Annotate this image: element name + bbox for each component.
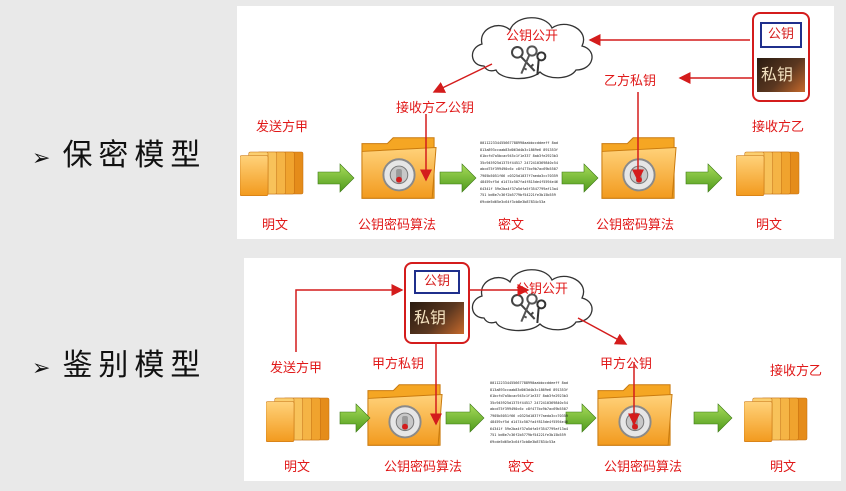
cloud-shape <box>471 17 593 80</box>
cloud-label: 公钥公开 <box>516 282 569 297</box>
receiver-label: 接收方乙 <box>770 364 823 379</box>
algorithm-right-label: 公钥密码算法 <box>604 460 683 475</box>
arrow-bullet-icon: ➢ <box>32 146 51 171</box>
flow-arrow <box>693 403 733 433</box>
bullet-label: 保密模型 <box>62 138 207 173</box>
flow-arrow <box>317 163 355 193</box>
bullet-authentication-model: ➢ 鉴别模型 <box>32 340 206 384</box>
private-key-image: 私钥 <box>410 302 464 334</box>
plaintext-left-label: 明文 <box>284 460 311 475</box>
flow-arrow <box>685 163 723 193</box>
plaintext-right-label: 明文 <box>756 218 783 233</box>
sender-label: 发送方甲 <box>256 120 309 135</box>
locked-folder-left <box>360 136 438 200</box>
flow-arrow <box>445 403 485 433</box>
decryption-key-label: 甲方公钥 <box>600 357 653 372</box>
receiver-keypair-box: 公钥 私钥 <box>752 12 810 102</box>
sender-keypair-box: 公钥 私钥 <box>404 262 470 344</box>
ciphertext-block: 001122334455667788990aabbccddeeff 8ad813… <box>490 381 568 444</box>
plaintext-stack-right <box>744 397 808 443</box>
plaintext-right-label: 明文 <box>770 460 797 475</box>
algorithm-left-label: 公钥密码算法 <box>384 460 463 475</box>
encryption-key-label: 接收方乙公钥 <box>396 101 475 116</box>
arrow-bullet-icon: ➢ <box>32 356 51 381</box>
decryption-key-label: 乙方私钥 <box>604 74 657 89</box>
ciphertext-block: 001122334455667788990aabbccddeeff 8ad813… <box>480 141 558 204</box>
flow-arrow <box>339 403 371 433</box>
plaintext-stack-left <box>266 397 330 443</box>
ciphertext-label: 密文 <box>508 460 535 475</box>
algorithm-left-label: 公钥密码算法 <box>358 218 437 233</box>
flow-arrow <box>561 163 599 193</box>
ciphertext-label: 密文 <box>498 218 525 233</box>
plaintext-stack-left <box>240 151 304 197</box>
flow-arrow <box>565 403 597 433</box>
flow-arrow <box>439 163 477 193</box>
plaintext-left-label: 明文 <box>262 218 289 233</box>
plaintext-stack-right <box>736 151 800 197</box>
locked-folder-left <box>366 383 444 447</box>
public-key-label: 公钥 <box>760 22 802 48</box>
bullet-label: 鉴别模型 <box>62 348 207 383</box>
cloud-shape <box>471 269 593 332</box>
encryption-key-label: 甲方私钥 <box>372 357 425 372</box>
locked-folder-right <box>600 136 678 200</box>
algorithm-right-label: 公钥密码算法 <box>596 218 675 233</box>
locked-folder-right <box>596 383 674 447</box>
public-key-label: 公钥 <box>414 270 460 294</box>
bullet-confidentiality-model: ➢ 保密模型 <box>32 130 206 174</box>
cloud-label: 公钥公开 <box>506 29 559 44</box>
private-key-image: 私钥 <box>757 58 805 92</box>
receiver-label: 接收方乙 <box>752 120 805 135</box>
sender-label: 发送方甲 <box>270 361 323 376</box>
